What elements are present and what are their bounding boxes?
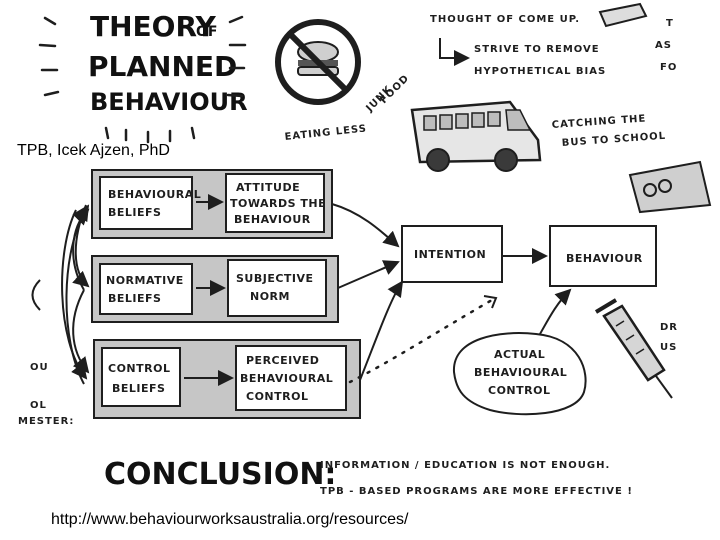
perceived-control-label-1: PERCEIVED — [246, 354, 319, 367]
strive-arrow — [439, 38, 470, 66]
subjective-norm-label-2: NORM — [250, 290, 290, 303]
normative-beliefs-box — [99, 263, 193, 315]
left-fragment-1: OU — [30, 362, 49, 373]
title-block: THEORY OF PLANNED BEHAVIOUR — [38, 10, 248, 144]
intention-label: INTENTION — [414, 248, 486, 261]
bus-note-2: BUS TO SCHOOL — [561, 131, 666, 149]
intention-box — [401, 225, 503, 283]
source-url-caption: http://www.behaviourworksaustralia.org/r… — [51, 511, 409, 528]
title-dashes — [38, 15, 247, 144]
control-beliefs-box — [101, 347, 181, 407]
attitude-label-1: ATTITUDE — [236, 181, 300, 194]
conclusion-line-2: TPB - BASED PROGRAMS ARE MORE EFFECTIVE … — [320, 486, 633, 497]
logs-doodle — [628, 160, 712, 214]
thought-note: THOUGHT OF COME UP. — [430, 14, 580, 25]
actual-control-label-3: CONTROL — [488, 384, 550, 397]
behaviour-label: BEHAVIOUR — [566, 252, 643, 265]
left-fragment-2: OL — [30, 400, 47, 411]
no-junk-food-icon — [275, 19, 361, 105]
attitude-box — [225, 173, 325, 233]
title-theory: THEORY — [90, 10, 216, 43]
left-edge-fragments: OU OL MESTER: — [18, 279, 74, 427]
control-beliefs-label-2: BELIEFS — [112, 382, 165, 395]
behavioural-beliefs-label-2: BELIEFS — [108, 206, 161, 219]
perceived-control-label-3: CONTROL — [246, 390, 308, 403]
behaviour-box — [549, 225, 657, 287]
actual-control-label-1: ACTUAL — [494, 348, 545, 361]
title-behaviour: BEHAVIOUR — [90, 88, 248, 116]
perceived-control-label-2: BEHAVIOURAL — [240, 372, 333, 385]
diagram-boxes — [99, 173, 657, 411]
attitude-label-2: TOWARDS THE — [230, 197, 326, 210]
edge-note-2: AS — [655, 40, 672, 51]
perceived-control-box — [235, 345, 347, 411]
conclusion-line-1: INFORMATION / EDUCATION IS NOT ENOUGH. — [320, 460, 610, 471]
conclusion-heading: CONCLUSION: — [104, 457, 336, 492]
bus-note-1: CATCHING THE — [551, 113, 646, 131]
right-fragment-1: DR — [660, 322, 678, 333]
right-fragment-2: US — [660, 342, 677, 353]
actual-control-label-2: BEHAVIOURAL — [474, 366, 567, 379]
edge-note-1: T — [666, 18, 674, 29]
normative-beliefs-label-1: NORMATIVE — [106, 274, 184, 287]
subjective-norm-label-1: SUBJECTIVE — [236, 272, 314, 285]
actual-control-circle — [452, 332, 587, 416]
normative-beliefs-label-2: BELIEFS — [108, 292, 161, 305]
pencil-doodle — [598, 2, 648, 28]
syringe-icon — [594, 298, 673, 399]
title-planned: PLANNED — [88, 50, 237, 83]
dotted-arrowhead — [483, 295, 498, 309]
left-fragment-3: MESTER: — [18, 416, 74, 427]
strive-note-2: HYPOTHETICAL BIAS — [474, 66, 606, 77]
control-beliefs-label-1: CONTROL — [108, 362, 170, 375]
school-bus-icon — [410, 100, 542, 172]
subjective-norm-box — [227, 259, 327, 317]
strive-note-1: STRIVE TO REMOVE — [474, 44, 600, 55]
attitude-label-3: BEHAVIOUR — [234, 213, 311, 226]
behavioural-beliefs-label-1: BEHAVIOURAL — [108, 188, 201, 201]
title-of: OF — [196, 24, 217, 40]
edge-note-3: FO — [660, 62, 677, 73]
diagram-arrows — [61, 194, 572, 386]
author-caption: TPB, Icek Ajzen, PhD — [17, 142, 170, 159]
eating-less-text: EATING LESS — [284, 123, 367, 143]
behavioural-beliefs-box — [99, 176, 193, 230]
